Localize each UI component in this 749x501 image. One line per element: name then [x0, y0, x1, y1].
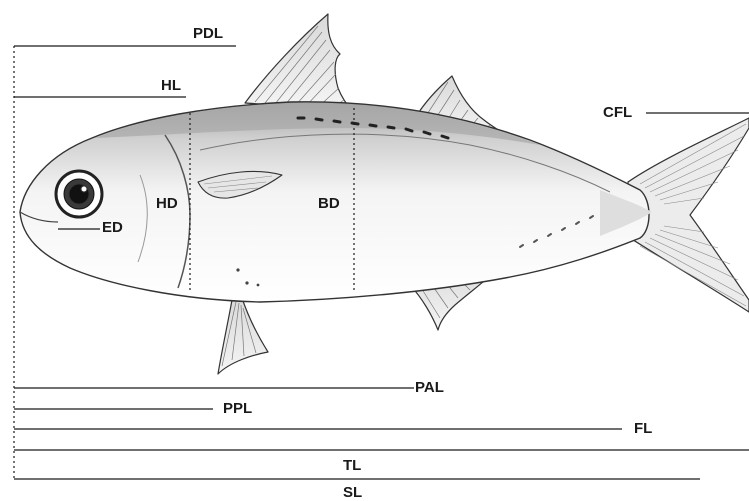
label-sl: SL — [343, 485, 362, 500]
label-hd: HD — [156, 196, 178, 211]
label-hl: HL — [161, 78, 181, 93]
pelvic-fin — [218, 298, 268, 374]
label-pdl: PDL — [193, 26, 223, 41]
label-fl: FL — [634, 421, 652, 436]
label-ppl: PPL — [223, 401, 252, 416]
label-bd: BD — [318, 196, 340, 211]
label-ed: ED — [102, 220, 123, 235]
eye — [56, 171, 102, 217]
label-pal: PAL — [415, 380, 444, 395]
label-tl: TL — [343, 458, 361, 473]
fish-illustration — [20, 14, 749, 374]
label-cfl: CFL — [603, 105, 632, 120]
first-dorsal-fin — [245, 14, 352, 110]
